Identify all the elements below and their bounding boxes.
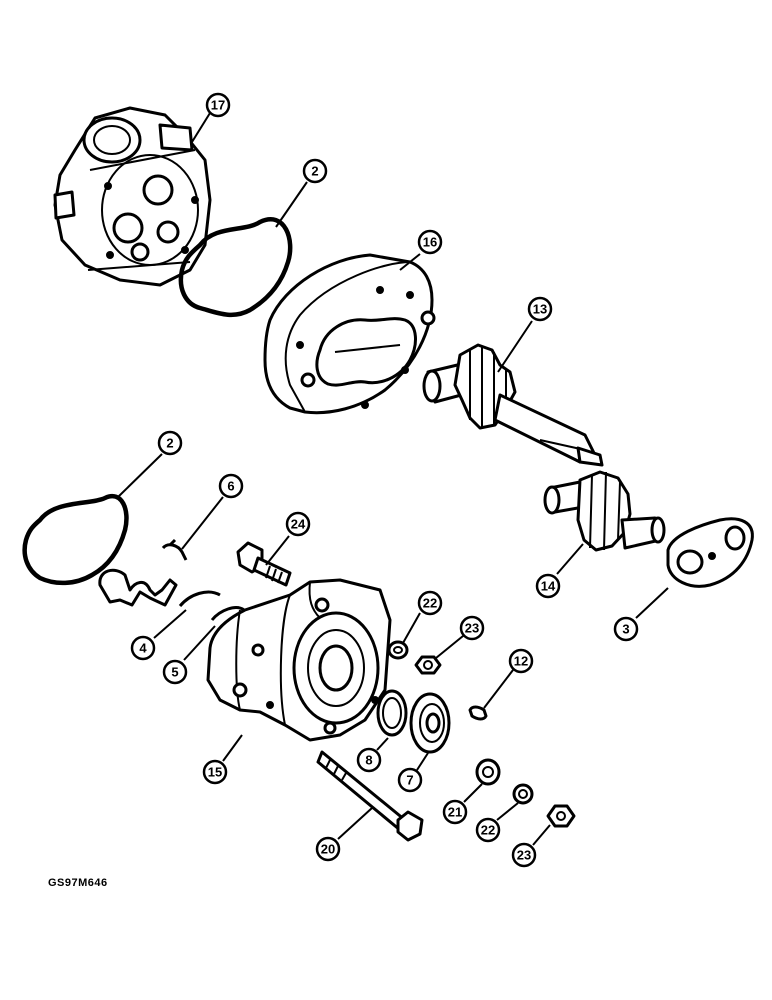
part-23-nut-upper xyxy=(414,655,442,675)
callout-label: 6 xyxy=(227,479,234,494)
callout-23-lower: 23 xyxy=(511,842,537,868)
part-15-front-housing xyxy=(206,578,392,742)
callout-label: 23 xyxy=(517,848,531,863)
part-13-drive-gear-shaft xyxy=(422,343,604,467)
part-2-lower-oring xyxy=(22,494,129,586)
callout-label: 2 xyxy=(166,436,173,451)
callout-label: 7 xyxy=(406,773,413,788)
callout-12: 12 xyxy=(508,648,534,674)
callout-label: 23 xyxy=(465,621,479,636)
part-22-lockwasher-lower xyxy=(512,783,534,805)
callout-label: 17 xyxy=(211,98,225,113)
callout-label: 22 xyxy=(481,823,495,838)
callout-3: 3 xyxy=(613,616,639,642)
callout-label: 15 xyxy=(208,765,222,780)
callout-label: 8 xyxy=(365,753,372,768)
part-17-rear-housing xyxy=(53,106,212,287)
part-6-clip xyxy=(161,538,188,561)
callout-label: 4 xyxy=(139,641,147,656)
callout-22-upper: 22 xyxy=(417,590,443,616)
callout-5: 5 xyxy=(162,659,188,685)
callout-23-upper: 23 xyxy=(459,615,485,641)
callout-2-upper: 2 xyxy=(302,158,328,184)
callout-label: 24 xyxy=(291,517,306,532)
callout-20: 20 xyxy=(315,836,341,862)
callout-label: 14 xyxy=(541,579,556,594)
callout-16: 16 xyxy=(417,229,443,255)
callout-13: 13 xyxy=(527,296,553,322)
callout-label: 12 xyxy=(514,654,528,669)
part-2-upper-oring xyxy=(178,217,293,318)
part-8-seal-ring xyxy=(376,689,408,737)
callout-21: 21 xyxy=(442,799,468,825)
part-16-gear-body xyxy=(263,253,436,415)
part-24-bolt xyxy=(236,541,292,587)
callout-label: 3 xyxy=(622,622,629,637)
callout-4: 4 xyxy=(130,635,156,661)
callout-7: 7 xyxy=(397,767,423,793)
callout-22-lower: 22 xyxy=(475,817,501,843)
part-12-key xyxy=(468,705,488,721)
leader-lines xyxy=(117,112,669,846)
part-7-shaft-seal xyxy=(409,692,451,754)
part-14-driven-gear xyxy=(543,470,666,552)
part-3-wear-plate xyxy=(666,517,754,588)
part-wear-seal-and-clips xyxy=(98,568,245,621)
callout-label: 13 xyxy=(533,302,547,317)
callout-label: 21 xyxy=(448,805,462,820)
part-22-lockwasher-upper xyxy=(387,640,409,660)
callout-8: 8 xyxy=(356,747,382,773)
callout-6: 6 xyxy=(218,473,244,499)
callout-label: 5 xyxy=(171,665,178,680)
callout-label: 16 xyxy=(423,235,437,250)
callout-15: 15 xyxy=(202,759,228,785)
drawing-code: GS97M646 xyxy=(48,877,108,889)
callout-24: 24 xyxy=(285,511,311,537)
callout-label: 2 xyxy=(311,164,318,179)
callout-label: 20 xyxy=(321,842,335,857)
callout-14: 14 xyxy=(535,573,561,599)
callout-2-lower: 2 xyxy=(157,430,183,456)
part-23-nut-lower xyxy=(546,804,576,828)
callout-17: 17 xyxy=(205,92,231,118)
part-20-long-bolt xyxy=(316,750,424,842)
part-21-flat-washer xyxy=(475,758,501,786)
callout-label: 22 xyxy=(423,596,437,611)
